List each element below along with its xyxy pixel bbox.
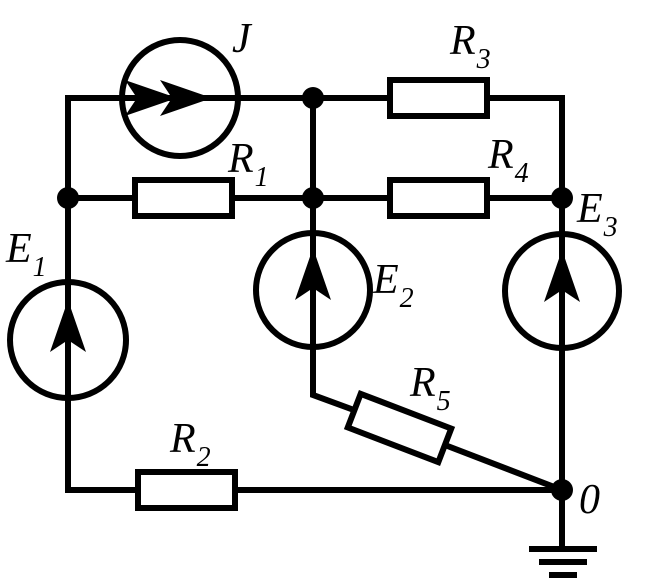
label-r3: R3 [449, 18, 491, 75]
node-center [302, 187, 324, 209]
label-r4: R4 [487, 132, 529, 189]
arrow-up-icon [50, 300, 86, 352]
label-r5: R5 [409, 360, 451, 417]
resistor-r3 [387, 77, 490, 119]
node-left [57, 187, 79, 209]
voltage-source-e1 [7, 279, 129, 401]
label-r1: R1 [227, 136, 269, 193]
voltage-source-e3 [502, 231, 622, 351]
resistor-r2 [135, 469, 238, 511]
resistor-r4 [387, 177, 490, 219]
wire-left-bottom [65, 395, 141, 493]
node-ground [551, 479, 573, 501]
resistor-r1 [132, 177, 235, 219]
arrow-up-icon [295, 248, 331, 300]
label-r2: R2 [169, 416, 211, 473]
resistor-r5 [343, 389, 456, 467]
arrow-up-icon [544, 250, 580, 302]
label-e2: E2 [372, 257, 414, 314]
wire-top-right [484, 95, 565, 201]
wires [65, 95, 566, 551]
voltage-source-e2 [253, 230, 373, 350]
label-e1: E1 [5, 226, 47, 283]
wire-center-lower [310, 342, 358, 414]
current-source-j [119, 37, 241, 159]
double-arrow-icon [125, 80, 177, 116]
label-j: J [232, 16, 253, 62]
ground-icon [529, 546, 597, 578]
label-e3: E3 [576, 186, 618, 243]
label-node-0: 0 [579, 477, 600, 523]
node-top-center [302, 87, 324, 109]
wire-diagonal [441, 441, 566, 494]
node-right [551, 187, 573, 209]
